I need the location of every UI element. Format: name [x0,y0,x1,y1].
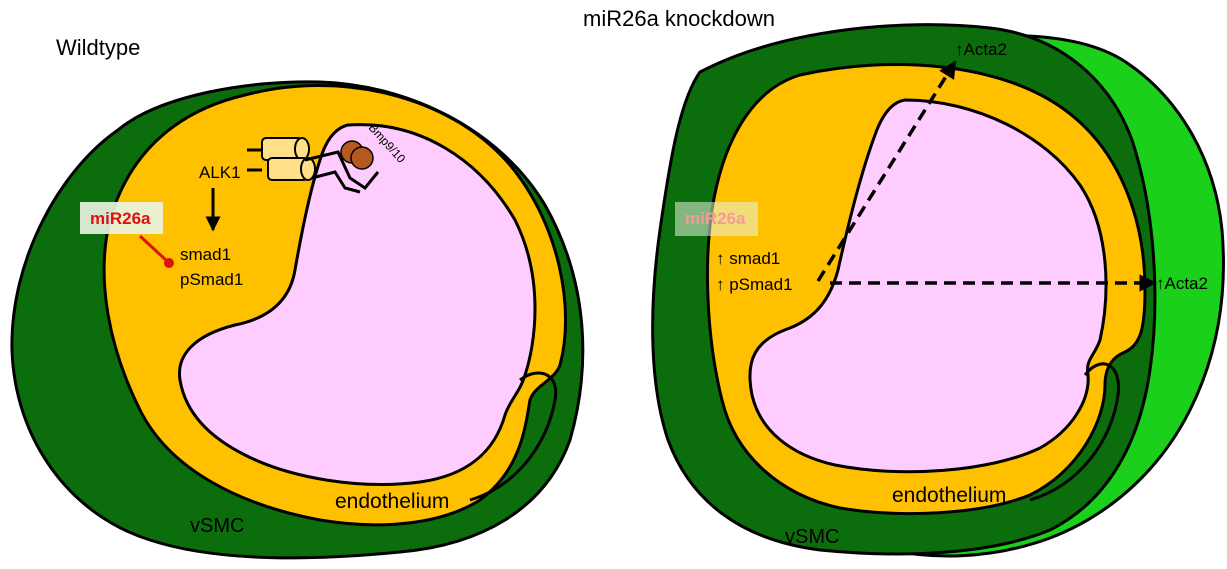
mirna-label: miR26a [90,209,151,228]
knockdown-panel: miR26a knockdown miR26a ↑ smad1 ↑ pSmad1… [583,6,1223,556]
knockdown-vsmc-label: vSMC [785,526,839,548]
smad1-label: smad1 [180,245,231,264]
wildtype-endothelium-label: endothelium [335,490,449,513]
wildtype-vsmc-label: vSMC [190,515,244,537]
knockdown-psmad1-label: ↑ pSmad1 [716,275,793,294]
wildtype-title: Wildtype [56,35,140,60]
psmad1-label: pSmad1 [180,270,243,289]
acta2-right-label: ↑Acta2 [1156,274,1208,293]
knockdown-endothelium-label: endothelium [892,484,1006,507]
wildtype-panel: Wildtype Bmp9/10 ALK1 [12,35,583,558]
mirna-inhibition-end [164,258,174,268]
alk1-label: ALK1 [199,163,241,182]
knockdown-smad1-label: ↑ smad1 [716,249,780,268]
knockdown-mirna-label: miR26a [685,209,746,228]
knockdown-title: miR26a knockdown [583,6,775,31]
acta2-top-label: ↑Acta2 [955,40,1007,59]
